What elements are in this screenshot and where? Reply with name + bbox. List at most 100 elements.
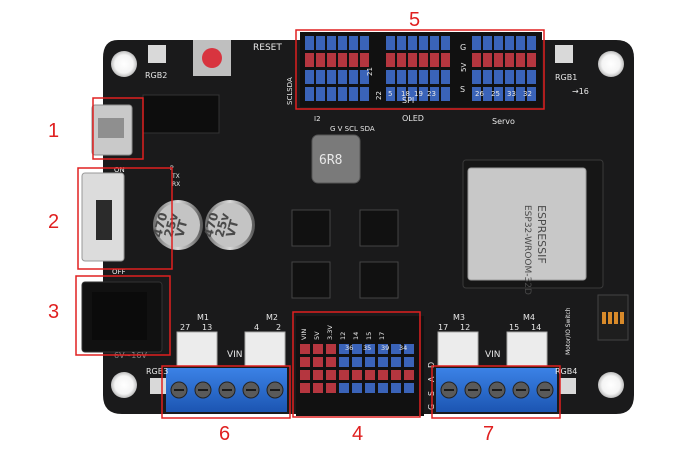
io-header-pin[interactable] [408, 36, 417, 50]
io-header-pin[interactable] [327, 87, 336, 101]
io-header-pin[interactable] [516, 87, 525, 101]
power-header-pin[interactable] [404, 383, 414, 393]
motor-connector-m4[interactable] [506, 331, 548, 367]
io-header-pin[interactable] [316, 53, 325, 67]
io-header-pin[interactable] [441, 36, 450, 50]
io-header-pin[interactable] [441, 70, 450, 84]
io-header-pin[interactable] [430, 70, 439, 84]
power-header-pin[interactable] [313, 383, 323, 393]
power-header-pin[interactable] [404, 370, 414, 380]
io-header-pin[interactable] [430, 53, 439, 67]
io-header-pin[interactable] [349, 36, 358, 50]
io-header-pin[interactable] [441, 53, 450, 67]
io-header-pin[interactable] [316, 36, 325, 50]
io-header-pin[interactable] [316, 70, 325, 84]
io-header-pin[interactable] [327, 70, 336, 84]
io-header-pin[interactable] [472, 53, 481, 67]
io-header-pin[interactable] [505, 36, 514, 50]
power-header-pin[interactable] [326, 383, 336, 393]
io-header-pin[interactable] [516, 36, 525, 50]
power-header-pin[interactable] [365, 383, 375, 393]
io-header-pin[interactable] [494, 87, 503, 101]
io-header-pin[interactable] [483, 87, 492, 101]
io-header-pin[interactable] [441, 87, 450, 101]
io-header-pin[interactable] [472, 36, 481, 50]
io-header-pin[interactable] [494, 53, 503, 67]
power-header-pin[interactable] [391, 344, 401, 354]
io-header-pin[interactable] [349, 70, 358, 84]
io-header-pin[interactable] [338, 36, 347, 50]
power-header-pin[interactable] [326, 370, 336, 380]
power-header-pin[interactable] [300, 357, 310, 367]
io-header-pin[interactable] [408, 53, 417, 67]
dip-switch-key[interactable] [608, 312, 612, 324]
io-header-pin[interactable] [360, 36, 369, 50]
motor-connector-m2[interactable] [244, 331, 286, 367]
io-header-pin[interactable] [305, 87, 314, 101]
power-header-pin[interactable] [326, 344, 336, 354]
io-header-pin[interactable] [360, 87, 369, 101]
power-header-pin[interactable] [339, 370, 349, 380]
power-header-pin[interactable] [339, 357, 349, 367]
power-header-pin[interactable] [352, 344, 362, 354]
io-header-pin[interactable] [386, 70, 395, 84]
io-header-pin[interactable] [430, 36, 439, 50]
power-header-pin[interactable] [300, 344, 310, 354]
io-header-pin[interactable] [419, 53, 428, 67]
io-header-pin[interactable] [338, 53, 347, 67]
io-header-pin[interactable] [505, 87, 514, 101]
io-header-pin[interactable] [505, 53, 514, 67]
power-header-pin[interactable] [391, 370, 401, 380]
io-header-pin[interactable] [419, 36, 428, 50]
power-header-pin[interactable] [326, 357, 336, 367]
io-header-pin[interactable] [397, 36, 406, 50]
io-header-pin[interactable] [527, 70, 536, 84]
io-header-pin[interactable] [386, 36, 395, 50]
io-header-pin[interactable] [494, 36, 503, 50]
io-header-pin[interactable] [408, 70, 417, 84]
power-header-pin[interactable] [300, 370, 310, 380]
io-header-pin[interactable] [494, 70, 503, 84]
io-header-pin[interactable] [483, 36, 492, 50]
io-header-pin[interactable] [472, 87, 481, 101]
io-header-pin[interactable] [305, 70, 314, 84]
power-header-pin[interactable] [365, 344, 375, 354]
power-header-pin[interactable] [391, 383, 401, 393]
io-header-pin[interactable] [483, 53, 492, 67]
io-header-pin[interactable] [483, 70, 492, 84]
motor-connector-m1[interactable] [176, 331, 218, 367]
io-header-pin[interactable] [419, 87, 428, 101]
io-header-pin[interactable] [527, 53, 536, 67]
io-header-pin[interactable] [505, 70, 514, 84]
io-header-pin[interactable] [338, 87, 347, 101]
power-header-pin[interactable] [352, 357, 362, 367]
io-header-pin[interactable] [397, 53, 406, 67]
io-header-pin[interactable] [527, 87, 536, 101]
power-header-pin[interactable] [378, 370, 388, 380]
io-header-pin[interactable] [338, 70, 347, 84]
io-header-pin[interactable] [516, 53, 525, 67]
io-header-pin[interactable] [419, 70, 428, 84]
power-switch-lever[interactable] [96, 200, 112, 240]
io-header-pin[interactable] [527, 36, 536, 50]
power-header-pin[interactable] [313, 357, 323, 367]
power-header-pin[interactable] [313, 344, 323, 354]
power-header-pin[interactable] [378, 383, 388, 393]
power-header-pin[interactable] [378, 344, 388, 354]
io-header-pin[interactable] [349, 53, 358, 67]
io-header-pin[interactable] [305, 53, 314, 67]
power-header-pin[interactable] [300, 383, 310, 393]
io-header-pin[interactable] [349, 87, 358, 101]
power-header-pin[interactable] [378, 357, 388, 367]
power-header-pin[interactable] [339, 344, 349, 354]
io-header-pin[interactable] [397, 87, 406, 101]
io-header-pin[interactable] [472, 70, 481, 84]
io-header-pin[interactable] [305, 36, 314, 50]
power-header-pin[interactable] [352, 383, 362, 393]
io-header-pin[interactable] [327, 53, 336, 67]
power-header-pin[interactable] [391, 357, 401, 367]
power-header-pin[interactable] [365, 370, 375, 380]
io-header-pin[interactable] [408, 87, 417, 101]
io-header-pin[interactable] [360, 53, 369, 67]
io-header-pin[interactable] [397, 70, 406, 84]
